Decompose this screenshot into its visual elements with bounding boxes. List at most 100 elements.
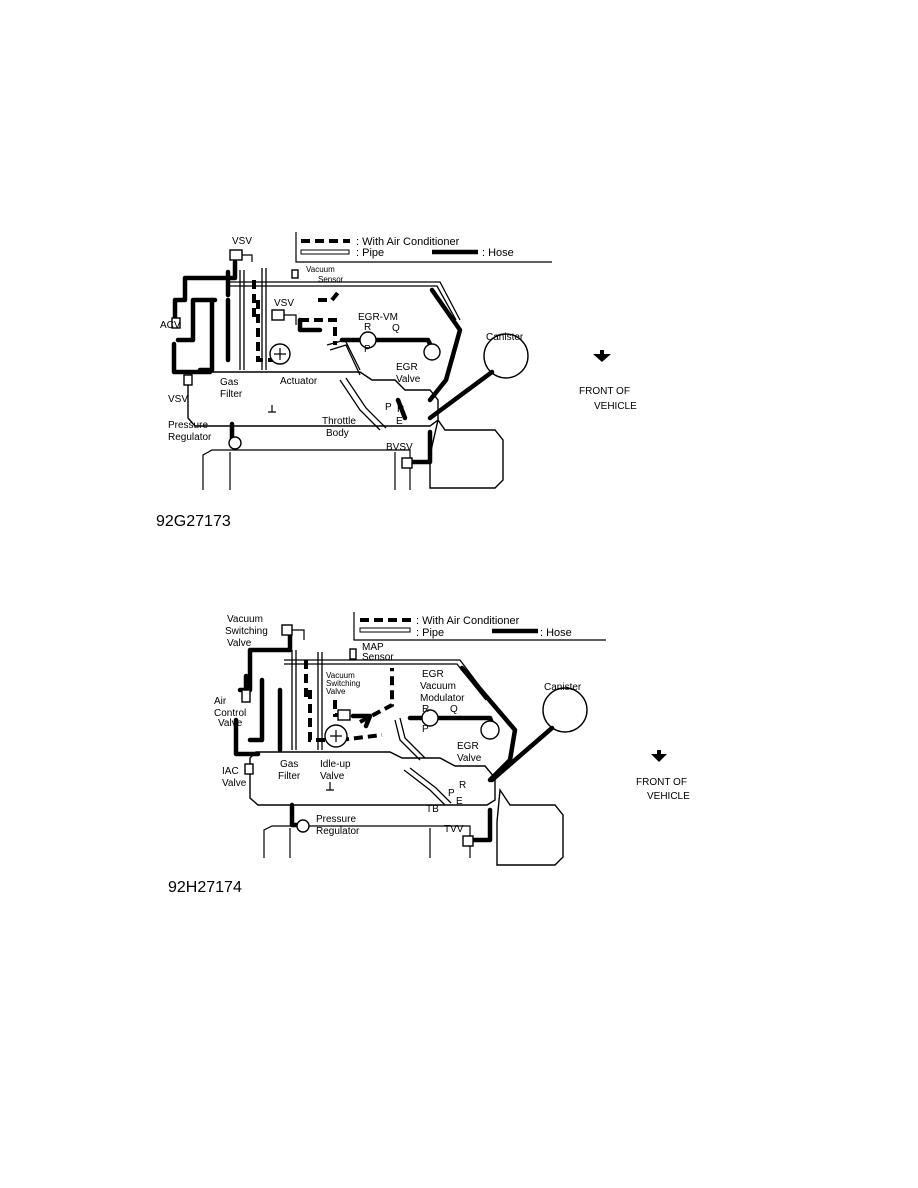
- label-vsv-mid: VSV: [274, 298, 294, 309]
- label-sensor: Sensor: [362, 652, 394, 663]
- label-tb: TB: [426, 804, 439, 815]
- engine-outline-bottom: [263, 787, 564, 866]
- label-vacuum2: Vacuum: [420, 681, 456, 692]
- label-egr: EGR: [422, 669, 444, 680]
- pressure-regulator-component: [228, 436, 242, 450]
- egr-valve-component-bottom: [480, 720, 500, 740]
- label-vacuum: Vacuum: [306, 265, 335, 274]
- label-vsv-left: VSV: [168, 394, 188, 405]
- vsv-mid-component: [271, 309, 297, 325]
- label-port-q: Q: [450, 704, 458, 715]
- label-egr-valve: Valve: [457, 753, 482, 764]
- legend-hose-label: : Hose: [482, 247, 514, 259]
- ac-lines-top: [252, 280, 342, 362]
- legend-bottom: : With Air Conditioner : Pipe : Hose: [353, 612, 606, 641]
- legend-ac-label-bottom: : With Air Conditioner: [416, 615, 520, 627]
- legend-pipe-label-bottom: : Pipe: [416, 627, 444, 639]
- label-air: Air: [214, 696, 227, 707]
- legend-pipe-swatch: [300, 249, 350, 255]
- label-idle-up-valve: Valve: [320, 771, 345, 782]
- label-actuator: Actuator: [280, 376, 318, 387]
- label-vsv-switching: Switching: [326, 679, 360, 688]
- tvv-component: [462, 835, 474, 847]
- label-control-valve: Valve: [218, 718, 243, 729]
- legend-ac-label: : With Air Conditioner: [356, 236, 460, 248]
- label-control: Control: [214, 708, 246, 719]
- label-idle-up: Idle-up: [320, 759, 351, 770]
- label-iac: IAC: [222, 766, 239, 777]
- map-sensor-component: [349, 648, 357, 660]
- label-vehicle: VEHICLE: [647, 791, 690, 802]
- label-front-of: FRONT OF: [579, 386, 630, 397]
- label-map: MAP: [362, 642, 384, 653]
- label-gas: Gas: [220, 377, 238, 388]
- label-canister: Canister: [486, 332, 524, 343]
- label-filter: Filter: [278, 771, 301, 782]
- label-iac-valve: Valve: [222, 778, 247, 789]
- legend-top: : With Air Conditioner : Pipe : Hose: [295, 232, 552, 263]
- vsv-top-component: [229, 249, 253, 262]
- label-port-p2: P: [448, 788, 455, 799]
- label-vehicle: VEHICLE: [594, 401, 637, 412]
- label-vsv-top: VSV: [232, 236, 252, 247]
- label-egr2: EGR: [457, 741, 479, 752]
- front-arrow-icon: [593, 350, 611, 362]
- egr-valve-component: [423, 343, 441, 361]
- label-pressure: Pressure: [316, 814, 356, 825]
- egr-vm-component: [359, 331, 377, 349]
- label-port-r: R: [422, 704, 429, 715]
- label-valve: Valve: [227, 638, 252, 649]
- canister-component-bottom: [489, 687, 588, 783]
- pressure-regulator-component-bottom: [296, 819, 310, 833]
- label-throttle: Throttle: [322, 416, 356, 427]
- label-vacuum: Vacuum: [227, 614, 263, 625]
- label-filter: Filter: [220, 389, 243, 400]
- label-canister: Canister: [544, 682, 582, 693]
- label-port-e: E: [396, 416, 403, 427]
- label-port-r: R: [364, 322, 371, 333]
- front-of-vehicle-bottom: FRONT OF VEHICLE: [636, 750, 690, 802]
- acv-component: [171, 317, 181, 329]
- label-gas: Gas: [280, 759, 298, 770]
- label-port-r2: R: [397, 404, 404, 415]
- label-regulator: Regulator: [168, 432, 212, 443]
- legend-pipe-swatch-bottom: [359, 627, 411, 633]
- vacuum-switching-valve-component: [281, 624, 305, 640]
- bvsv-component: [401, 457, 413, 469]
- vacuum-diagram-bottom: : With Air Conditioner : Pipe : Hose: [168, 612, 690, 896]
- label-switching: Switching: [225, 626, 268, 637]
- legend-pipe-label: : Pipe: [356, 247, 384, 259]
- figure-id-bottom: 92H27174: [168, 879, 242, 896]
- label-port-p: P: [364, 344, 371, 355]
- label-egr-vm: EGR-VM: [358, 312, 398, 323]
- front-arrow-icon: [651, 750, 667, 762]
- label-body: Body: [326, 428, 349, 439]
- actuator-component: [269, 343, 291, 365]
- label-pressure: Pressure: [168, 420, 208, 431]
- vacuum-diagram-top: : With Air Conditioner : Pipe : Hose: [156, 232, 637, 530]
- label-port-p: P: [422, 724, 429, 735]
- label-port-e: E: [456, 796, 463, 807]
- label-port-r2: R: [459, 780, 466, 791]
- gas-filter-body-top: [187, 371, 439, 427]
- label-tvv: TVV: [444, 824, 464, 835]
- label-vsv-valve: Valve: [326, 687, 346, 696]
- ac-lines-bottom: [304, 660, 394, 742]
- label-port-p2: P: [385, 402, 392, 413]
- label-acv: ACV: [160, 320, 181, 331]
- canister-component: [427, 333, 529, 421]
- label-valve: Valve: [396, 374, 421, 385]
- label-bvsv: BVSV: [386, 442, 413, 453]
- legend-hose-label-bottom: : Hose: [540, 627, 572, 639]
- egr-vacuum-modulator-component: [421, 709, 439, 727]
- hoses-top: [171, 259, 463, 465]
- vsv-left-component: [183, 374, 193, 386]
- figure-id-top: 92G27173: [156, 513, 231, 530]
- label-vsv-vacuum: Vacuum: [326, 671, 355, 680]
- label-modulator: Modulator: [420, 693, 465, 704]
- idle-up-valve-component: [324, 724, 348, 748]
- iac-valve-component: [244, 763, 254, 775]
- vacuum-sensor-component: [291, 269, 299, 279]
- engine-outline-top: [202, 418, 504, 490]
- front-of-vehicle-top: FRONT OF VEHICLE: [579, 350, 637, 412]
